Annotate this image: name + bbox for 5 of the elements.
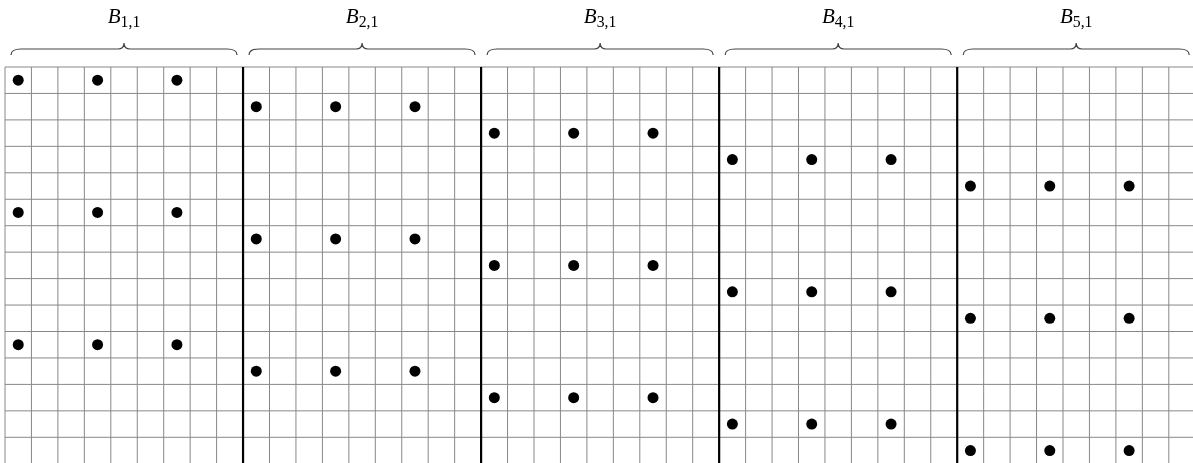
block-label: B$_{2,1}$ <box>345 6 379 27</box>
block-label: B$_{5,1}$ <box>1059 6 1093 27</box>
block-label: B$_{4,1}$ <box>821 6 855 27</box>
block-label: B$_{1,1}$ <box>107 6 141 27</box>
block-label: B$_{3,1}$ <box>583 6 617 27</box>
